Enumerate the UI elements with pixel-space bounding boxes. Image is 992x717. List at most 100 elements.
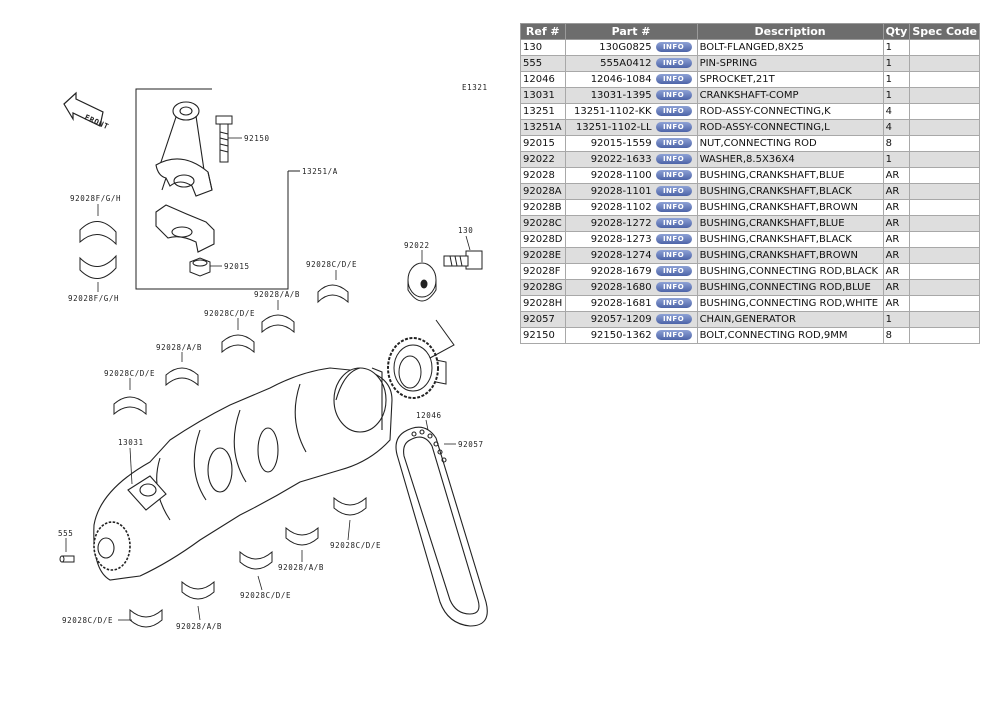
cell-description: BUSHING,CRANKSHAFT,BLUE xyxy=(696,167,884,184)
cell-description: BUSHING,CRANKSHAFT,BLACK xyxy=(696,231,884,248)
info-button[interactable]: INFO xyxy=(655,154,692,165)
cell-spec-code xyxy=(909,119,980,136)
cell-qty: AR xyxy=(882,167,911,184)
nut-92015-shape xyxy=(189,257,211,277)
cell-spec-code xyxy=(909,231,980,248)
info-button[interactable]: INFO xyxy=(655,90,692,101)
cell-qty: AR xyxy=(882,231,911,248)
part-number: 92028-1680 xyxy=(590,281,652,293)
connecting-rod-cap-shape xyxy=(155,204,215,253)
cell-ref: 13251A xyxy=(520,119,566,136)
part-number: 92022-1633 xyxy=(590,153,652,165)
cell-description: CRANKSHAFT-COMP xyxy=(696,87,884,104)
bolt-92150-shape xyxy=(215,115,233,163)
cell-ref: 92028A xyxy=(520,183,566,200)
table-header-row: Ref # Part # Description Qty Spec Code xyxy=(520,23,980,40)
part-number: 92150-1362 xyxy=(590,329,652,341)
pin-555-shape xyxy=(59,555,75,563)
info-button[interactable]: INFO xyxy=(655,234,692,245)
cell-ref: 92028E xyxy=(520,247,566,264)
info-button[interactable]: INFO xyxy=(655,202,692,213)
part-number: 92028-1100 xyxy=(590,169,652,181)
cell-spec-code xyxy=(909,327,980,344)
bushing-ab-2-shape xyxy=(165,367,199,387)
cell-description: BUSHING,CRANKSHAFT,BROWN xyxy=(696,199,884,216)
front-arrow-icon xyxy=(63,91,104,127)
cell-spec-code xyxy=(909,87,980,104)
callout-130: 130 xyxy=(458,226,473,235)
part-number: 92028-1679 xyxy=(590,265,652,277)
info-button[interactable]: INFO xyxy=(655,330,692,341)
header-part: Part # xyxy=(564,23,698,40)
callout-92028cde-3: 92028C/D/E xyxy=(104,369,155,378)
cell-description: WASHER,8.5X36X4 xyxy=(696,151,884,168)
info-button[interactable]: INFO xyxy=(655,42,692,53)
info-button[interactable]: INFO xyxy=(655,186,692,197)
cell-qty: AR xyxy=(882,263,911,280)
cell-qty: 8 xyxy=(882,135,911,152)
info-button[interactable]: INFO xyxy=(655,298,692,309)
callout-92028fgh-top: 92028F/G/H xyxy=(70,194,121,203)
bushing-cde-4-shape xyxy=(333,496,367,516)
cell-qty: AR xyxy=(882,295,911,312)
cell-qty: 1 xyxy=(882,151,911,168)
callout-92015: 92015 xyxy=(224,262,250,271)
cell-ref: 555 xyxy=(520,55,566,72)
header-qty: Qty xyxy=(882,23,911,40)
callout-13031: 13031 xyxy=(118,438,144,447)
cell-spec-code xyxy=(909,279,980,296)
cell-ref: 92015 xyxy=(520,135,566,152)
callout-13251: 13251/A xyxy=(302,167,338,176)
part-number: 92028-1102 xyxy=(590,201,652,213)
cell-spec-code xyxy=(909,135,980,152)
callout-555: 555 xyxy=(58,529,73,538)
cell-qty: 1 xyxy=(882,311,911,328)
callout-92057: 92057 xyxy=(458,440,484,449)
info-button[interactable]: INFO xyxy=(655,138,692,149)
parts-table: Ref # Part # Description Qty Spec Code 1… xyxy=(520,23,980,344)
cell-description: BUSHING,CONNECTING ROD,WHITE xyxy=(696,295,884,312)
cell-qty: 4 xyxy=(882,119,911,136)
info-button[interactable]: INFO xyxy=(655,314,692,325)
cell-description: BOLT-FLANGED,8X25 xyxy=(696,39,884,56)
bushing-cde-2-shape xyxy=(221,334,255,354)
cell-spec-code xyxy=(909,55,980,72)
info-button[interactable]: INFO xyxy=(655,106,692,117)
callout-92028cde-6: 92028C/D/E xyxy=(62,616,113,625)
cell-ref: 92028C xyxy=(520,215,566,232)
cell-spec-code xyxy=(909,183,980,200)
info-button[interactable]: INFO xyxy=(655,122,692,133)
info-button[interactable]: INFO xyxy=(655,218,692,229)
callout-92028ab-3: 92028/A/B xyxy=(278,563,324,572)
info-button[interactable]: INFO xyxy=(655,266,692,277)
cell-ref: 92028D xyxy=(520,231,566,248)
connecting-rod-shape xyxy=(155,101,213,197)
info-button[interactable]: INFO xyxy=(655,170,692,181)
info-button[interactable]: INFO xyxy=(655,58,692,69)
cell-spec-code xyxy=(909,167,980,184)
part-number: 92028-1273 xyxy=(590,233,652,245)
callout-92028cde-1: 92028C/D/E xyxy=(306,260,357,269)
callout-92028cde-2: 92028C/D/E xyxy=(204,309,255,318)
cell-ref: 13251 xyxy=(520,103,566,120)
cell-description: BUSHING,CRANKSHAFT,BLUE xyxy=(696,215,884,232)
diagram-code: E1321 xyxy=(462,83,488,92)
cell-description: BUSHING,CONNECTING ROD,BLACK xyxy=(696,263,884,280)
part-number: 13251-1102-KK xyxy=(573,105,652,117)
info-button[interactable]: INFO xyxy=(655,282,692,293)
info-button[interactable]: INFO xyxy=(655,250,692,261)
info-button[interactable]: INFO xyxy=(655,74,692,85)
